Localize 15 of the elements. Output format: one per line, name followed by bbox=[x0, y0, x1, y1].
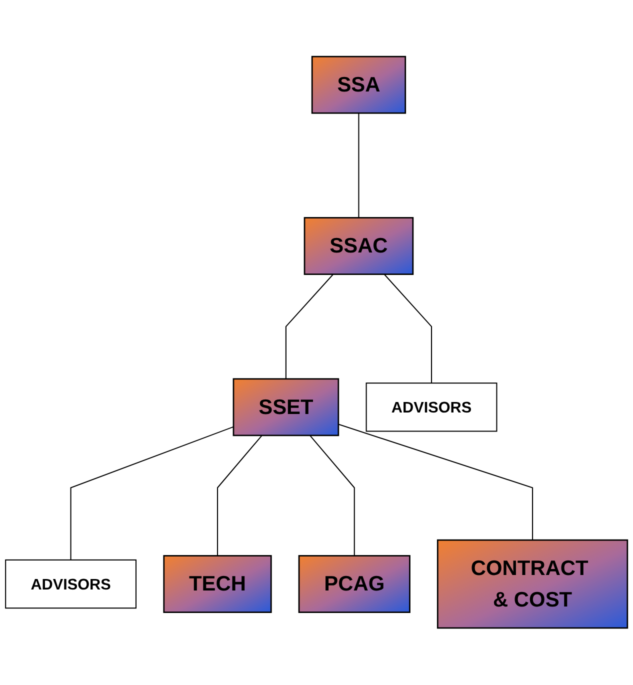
connector bbox=[384, 274, 432, 384]
node-box: ADVISORS bbox=[5, 560, 137, 609]
connector bbox=[216, 435, 262, 556]
node-box: TECH bbox=[163, 555, 272, 614]
connector bbox=[310, 435, 355, 556]
connector bbox=[338, 424, 534, 540]
connector bbox=[358, 113, 360, 218]
node-box: ADVISORS bbox=[366, 382, 498, 432]
node-box: CONTRACT & COST bbox=[436, 540, 628, 629]
connector bbox=[70, 426, 234, 560]
connector bbox=[285, 274, 334, 380]
node-box: SSAC bbox=[304, 217, 414, 276]
node-box: PCAG bbox=[298, 555, 410, 614]
node-box: SSET bbox=[232, 378, 340, 436]
node-box: SSA bbox=[311, 56, 406, 114]
